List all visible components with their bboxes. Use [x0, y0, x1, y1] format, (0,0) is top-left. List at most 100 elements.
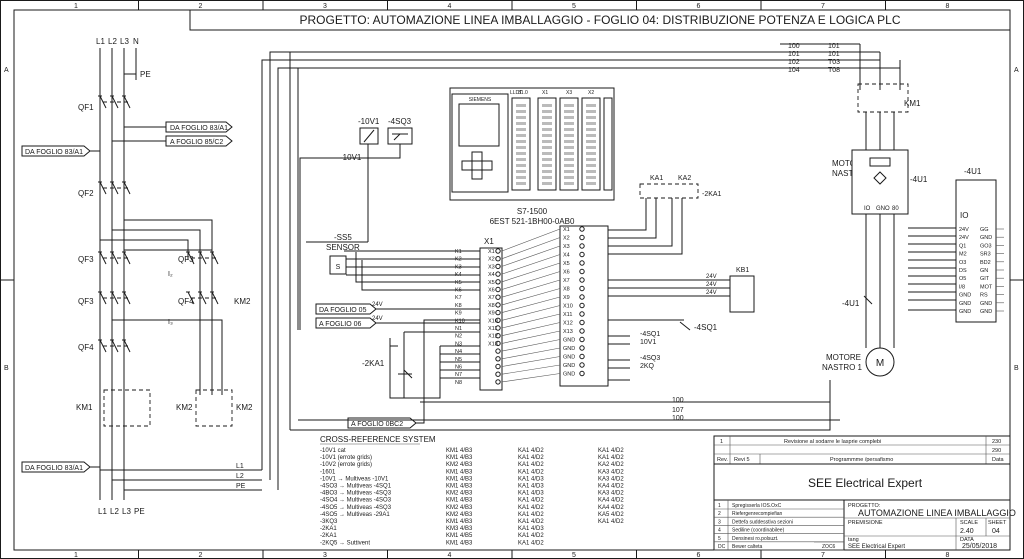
column-marker-bottom: 2: [199, 552, 203, 559]
motor-section: KM1 MOTORE NASTRO 1 -4U1 IO GNO 80 M MOT…: [822, 83, 1004, 377]
io-row-label: DS: [959, 268, 967, 274]
xref-col3: KA1 4/D2: [518, 462, 544, 468]
terminal-x1: X1: [484, 237, 494, 246]
tb-left-num: 1: [718, 503, 721, 509]
sq1-tag: -4SQ1: [694, 323, 718, 332]
column-marker-top: 3: [323, 3, 327, 10]
svg-text:100: 100: [672, 415, 684, 422]
svg-text:S: S: [336, 264, 341, 271]
plc-output-label: X7: [563, 278, 570, 284]
feed-pe: PE: [236, 483, 246, 490]
motor-tag: -4U1: [842, 299, 860, 308]
xref-col4: KA1 4/D2: [598, 448, 624, 454]
io-row-right: GIT: [980, 276, 990, 282]
ref-foglio-05[interactable]: DA FOGLIO 05: [319, 307, 367, 314]
bus-label-n: N: [133, 37, 139, 46]
xref-item: -2KA1: [320, 533, 337, 539]
terminal-left-label: K9: [455, 311, 462, 317]
xref-col2: KM2 4/B3: [446, 491, 473, 497]
tb-left-row: Riefergenrecompiefian: [732, 511, 783, 517]
terminal-input: X6: [488, 288, 495, 294]
xref-item: -4SO5 → Multiveas -29A1: [320, 512, 390, 518]
row-marker-right: A: [1014, 67, 1019, 74]
bus-right-101: 101: [828, 43, 840, 50]
terminal-input: X1: [488, 249, 495, 255]
motor-symbol: M: [876, 358, 884, 369]
title-block: 1 Revisione al sodarre le lasprie comple…: [713, 435, 1016, 551]
plc-output-label: X6: [563, 270, 570, 276]
bus-num-104: 104: [788, 67, 800, 74]
company-name: SEE Electrical Expert: [808, 476, 923, 490]
bus-label-l2: L2: [108, 37, 117, 46]
terminal-input: X3: [488, 264, 495, 270]
bus-bottom-l3: L3: [122, 507, 131, 516]
bus-num-102: 102: [788, 59, 800, 66]
rev-text-1: Revisione al sodarre le lasprie complebi: [784, 439, 881, 445]
xref-col2: KM2 4/B3: [446, 462, 473, 468]
sq3-c: 2KQ: [640, 363, 655, 370]
v24-label-2: 24V: [372, 316, 383, 322]
rev-code-2: 290: [992, 448, 1001, 454]
breaker-qf3b: QF3: [78, 297, 94, 306]
tb-left-row: Dettefa suddesstiva sezioni: [732, 519, 793, 525]
svg-text:I₃: I₃: [168, 319, 173, 326]
xref-col4: KA4 4/D2: [598, 505, 624, 511]
contactor-km1: KM1: [76, 403, 93, 412]
terminal-left-label: N2: [455, 334, 462, 340]
tb-left-row: Bewer calteta: [732, 544, 763, 550]
tb-project: AUTOMAZIONE LINEA IMBALLAGGIO: [858, 508, 1016, 518]
io-tag: -4U1: [964, 167, 982, 176]
xref-item: -2KA1: [320, 526, 337, 532]
xref-item: -10V1 (errote grids): [320, 455, 372, 461]
terminal-left-label: K7: [455, 295, 462, 301]
rev-h1: Rev.: [717, 457, 728, 463]
sq1-c: 10V1: [640, 339, 656, 346]
ref-foglio-0bc2[interactable]: A FOGLIO 0BC2: [351, 421, 403, 428]
ref-a-foglio-c2[interactable]: A FOGLIO 85/C2: [170, 139, 223, 146]
io-row-label: GND: [959, 309, 971, 315]
column-marker-bottom: 1: [74, 552, 78, 559]
vfd-gno: GNO: [876, 206, 890, 212]
xref-item: -4SO4 → Multiveas -4SO3: [320, 498, 392, 504]
contactor-km2-c: KM2: [234, 297, 251, 306]
tb-scale-label: SCALE: [960, 520, 978, 526]
xref-col3: KA1 4/D2: [518, 448, 544, 454]
xref-col3: KA1 4/D2: [518, 455, 544, 461]
io-label: IO: [960, 211, 968, 220]
io-row-label: O5: [959, 276, 966, 282]
sq1-b: -4SQ1: [640, 331, 660, 338]
io-row-right: GN: [980, 268, 988, 274]
bus-right-t03: T03: [828, 59, 840, 66]
slot-31: 31.0: [518, 90, 528, 96]
ref-foglio-06[interactable]: A FOGLIO 06: [319, 321, 362, 328]
xref-col4: KA3 4/D2: [598, 491, 624, 497]
ref-da-foglio-bottom[interactable]: DA FOGLIO 83/A1: [25, 465, 83, 472]
cross-reference: CROSS-REFERENCE SYSTEM -10V1 cat-10V1 (e…: [320, 435, 624, 546]
kb1-v24-3: 24V: [706, 290, 717, 296]
title-bar: [189, 9, 1011, 31]
ka2-label: KA2: [678, 175, 691, 182]
terminal-input: X10: [488, 318, 498, 324]
breaker-qf3: QF3: [78, 255, 94, 264]
sensor-name: SENSOR: [326, 243, 360, 252]
terminal-input: X9: [488, 311, 495, 317]
breaker-qf2: QF2: [78, 189, 94, 198]
tb-left-num: DC: [718, 544, 726, 550]
xref-col2: KM1 4/B3: [446, 519, 473, 525]
ref-da-foglio-a1[interactable]: DA FOGLIO 83/A1: [170, 125, 228, 132]
tb-date: 25/05/2018: [962, 543, 997, 550]
tv1-tag: -10V1: [358, 117, 380, 126]
xref-col3: KA1 4/D2: [518, 469, 544, 475]
tb-data-label: DATA: [960, 537, 974, 543]
xref-col4: KA1 4/D2: [598, 455, 624, 461]
terminal-left-label: N6: [455, 365, 462, 371]
tb-left-row: Densinesi ro.polsuzt.: [732, 536, 778, 542]
xref-item: -2KQ5 → Suttivent: [320, 540, 370, 546]
ref-da-foglio-left[interactable]: DA FOGLIO 83/A1: [25, 149, 83, 156]
vfd-title-1: MOTORE: [832, 159, 867, 168]
xref-col2: KM1 4/B3: [446, 455, 473, 461]
xref-col3: KA1 4/D2: [518, 498, 544, 504]
xref-item: -10V1 cat: [320, 448, 346, 454]
xref-col3: KA1 4/D3: [518, 526, 544, 532]
